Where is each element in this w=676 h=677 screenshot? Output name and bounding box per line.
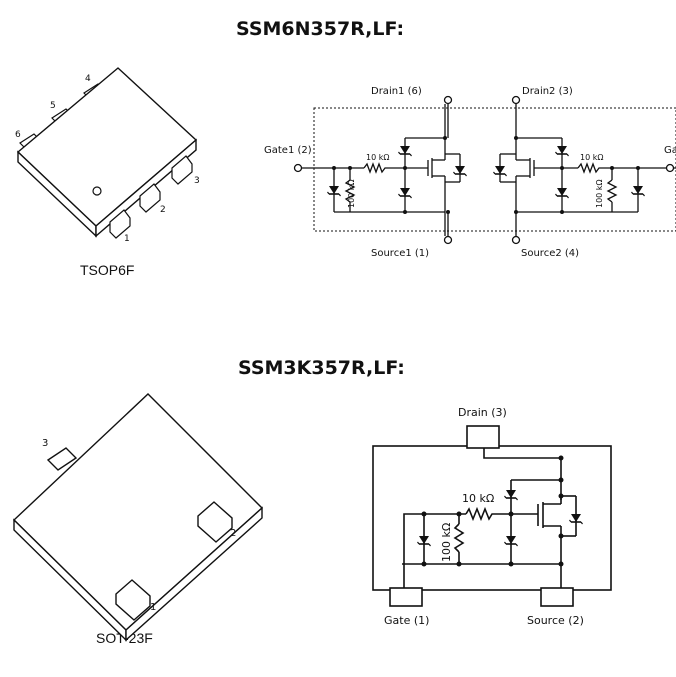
sot23f-package	[12, 393, 264, 642]
gate2-label: Ga	[664, 145, 676, 156]
source2-label: Source2 (4)	[521, 248, 579, 259]
drain2-label: Drain2 (3)	[522, 86, 573, 97]
tsop6f-pin-2: 2	[160, 205, 166, 215]
drain1-label: Drain1 (6)	[371, 86, 422, 97]
r-series-left-label: 10 kΩ	[366, 153, 389, 162]
tsop6f-label: TSOP6F	[80, 262, 135, 278]
sot23f-pin-2: 2	[230, 528, 236, 539]
tsop6f-package	[16, 67, 198, 239]
gate1-label: Gate1 (2)	[264, 145, 312, 156]
r-shunt-right-label: 100 kΩ	[595, 179, 604, 208]
part2-title: SSM3K357R,LF:	[238, 357, 405, 379]
sot23f-pin-1: 1	[150, 602, 156, 613]
drain-label: Drain (3)	[458, 406, 507, 419]
r-series-right-label: 10 kΩ	[580, 153, 603, 162]
tsop6f-pin-3: 3	[194, 176, 200, 186]
single-mosfet-schematic	[372, 425, 612, 607]
sot23f-pin-3: 3	[42, 438, 48, 449]
single-junction-dots	[421, 455, 564, 567]
tsop6f-pin-5: 5	[50, 101, 56, 111]
part1-title: SSM6N357R,LF:	[236, 18, 405, 40]
r-shunt-label: 100 kΩ	[440, 523, 453, 562]
r-shunt-left-label: 100 kΩ	[347, 179, 356, 208]
r-series-label: 10 kΩ	[462, 492, 494, 505]
gate-label: Gate (1)	[384, 614, 429, 627]
tsop6f-pin-1: 1	[124, 234, 130, 244]
gate2-terminal	[665, 163, 675, 173]
tsop6f-pin-6: 6	[15, 130, 21, 140]
dual-mosfet-schematic	[293, 95, 676, 245]
source1-label: Source1 (1)	[371, 248, 429, 259]
tsop6f-pin-4: 4	[85, 74, 91, 84]
source-label: Source (2)	[527, 614, 584, 627]
dual-junction-dots	[332, 136, 640, 214]
